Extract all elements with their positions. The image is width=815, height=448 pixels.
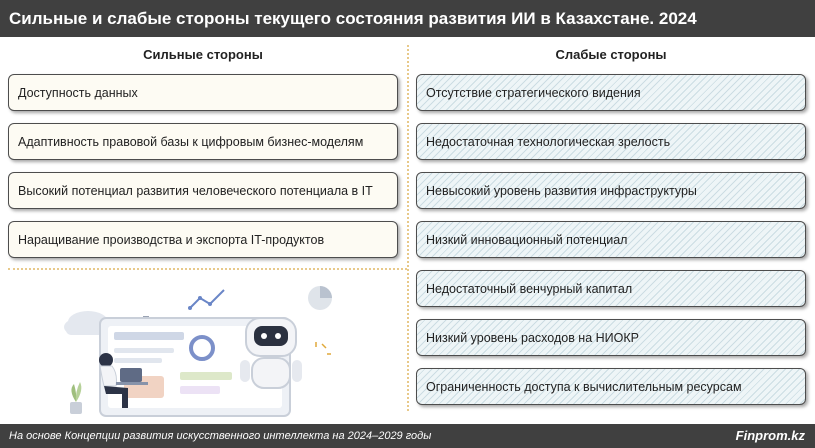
weakness-item: Отсутствие стратегического видения (416, 74, 806, 111)
strengths-heading: Сильные стороны (143, 47, 263, 62)
pie-chart-icon (308, 286, 332, 310)
strength-item: Адаптивность правовой базы к цифровым би… (8, 123, 398, 160)
plant-icon (70, 382, 82, 414)
source-note: На основе Концепции развития искусственн… (9, 430, 432, 442)
footer-bar: На основе Концепции развития искусственн… (0, 424, 815, 448)
trend-line-icon (189, 289, 225, 309)
brand-logo: Finprom.kz (735, 428, 805, 443)
weakness-item: Недостаточная технологическая зрелость (416, 123, 806, 160)
weaknesses-heading: Слабые стороны (555, 47, 667, 62)
weakness-item: Низкий уровень расходов на НИОКР (416, 319, 806, 356)
strength-item: Наращивание производства и экспорта IT-п… (8, 221, 398, 258)
weakness-item: Низкий инновационный потенциал (416, 221, 806, 258)
robot-icon (240, 317, 302, 389)
strength-item: Высокий потенциал развития человеческого… (8, 172, 398, 209)
monitor-icon (99, 317, 291, 417)
ai-robot-illustration (64, 286, 332, 417)
column-divider (407, 45, 409, 411)
person-icon (99, 353, 148, 408)
weakness-item: Ограниченность доступа к вычислительным … (416, 368, 806, 405)
weakness-item: Невысокий уровень развития инфраструктур… (416, 172, 806, 209)
page-title: Сильные и слабые стороны текущего состоя… (0, 0, 815, 37)
strength-item: Доступность данных (8, 74, 398, 111)
section-divider (8, 268, 407, 270)
weakness-item: Недостаточный венчурный капитал (416, 270, 806, 307)
sparkle-icon (315, 342, 331, 355)
cloud-icon (64, 311, 112, 335)
